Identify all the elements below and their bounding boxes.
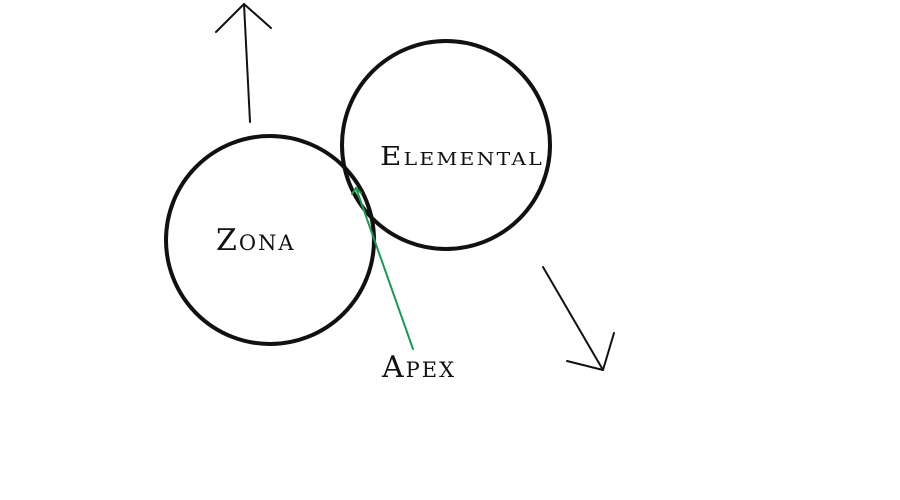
elemental-label: Elemental <box>380 142 544 172</box>
apex-pointer <box>351 186 414 350</box>
up-arrow-head <box>215 3 272 33</box>
down-arrow-shaft <box>542 266 604 371</box>
down-arrow <box>542 266 615 371</box>
zona-label: Zona <box>216 223 296 258</box>
down-arrow-head <box>566 332 615 371</box>
elemental-circle <box>340 39 552 251</box>
apex-pointer-line <box>355 187 414 350</box>
apex-pointer-tip <box>351 186 362 195</box>
up-arrow-shaft <box>243 3 251 123</box>
up-arrow <box>215 3 272 123</box>
apex-label: Apex <box>381 350 456 385</box>
